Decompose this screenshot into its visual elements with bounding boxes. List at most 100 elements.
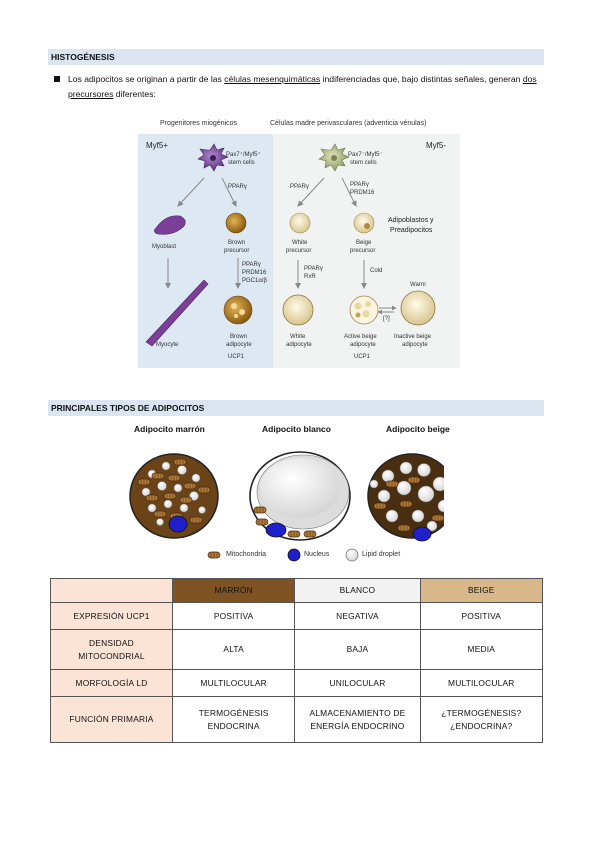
lineage-diagram-svg bbox=[145, 143, 436, 347]
header-beige: BEIGE bbox=[419, 578, 544, 603]
figure-header-left: Progenitores miogénicos bbox=[160, 120, 238, 127]
beige-adipocyte-diagram bbox=[367, 453, 444, 542]
header-blanco: BLANCO bbox=[294, 578, 421, 603]
label-pparg-beige: PPARγ bbox=[350, 182, 369, 188]
label-myf5-positive: Myf5+ bbox=[146, 141, 169, 150]
label-stem-left-1: Pax7⁺/Myf5⁺ bbox=[226, 152, 261, 158]
beige-precursor-icon bbox=[353, 212, 375, 234]
cell-beige-funcion-line1: ¿TERMOGÉNESIS? bbox=[441, 707, 522, 718]
label-brown-precursor-2: precursor bbox=[224, 248, 250, 254]
title-adipocito-beige: Adipocito beige bbox=[386, 424, 450, 434]
title-adipocito-marron: Adipocito marrón bbox=[134, 424, 205, 434]
label-prdm16-beige: PRDM16 bbox=[350, 190, 375, 196]
bullet-square-icon bbox=[54, 76, 60, 82]
header-marron: MARRÓN bbox=[171, 578, 296, 603]
label-ucp1-right: UCP1 bbox=[354, 354, 371, 360]
cell-marron-funcion-line1: TERMOGÉNESIS bbox=[198, 707, 269, 718]
label-brown-adipocyte-1: Brown bbox=[230, 334, 248, 340]
label-brown-precursor-1: Brown bbox=[228, 240, 246, 246]
legend-mitochondria-label: Mitochondria bbox=[226, 551, 267, 558]
adipocyte-types-figure: Mitochondria Nucleus Lipid droplet bbox=[122, 440, 444, 568]
cell-marron-expresion: POSITIVA bbox=[171, 602, 296, 630]
row-label-densidad: DENSIDAD MITOCONDRIAL bbox=[50, 629, 173, 670]
link-celulas-mesenquimaticas: células mesenquimáticas bbox=[224, 74, 321, 84]
cell-blanco-funcion: ALMACENAMIENTO DE ENERGÍA ENDOCRINO bbox=[294, 696, 421, 743]
bullet-text-1: Los adipocitos se originan a partir de l… bbox=[68, 74, 225, 84]
cell-marron-funcion-line2: ENDOCRINA bbox=[207, 720, 260, 731]
legend-lipid-label: Lipid droplet bbox=[362, 551, 401, 558]
label-myocyte: Myocyte bbox=[156, 342, 179, 348]
label-white-precursor-1: White bbox=[292, 240, 308, 246]
label-myf5-negative: Myf5- bbox=[426, 141, 446, 150]
cell-blanco-expresion: NEGATIVA bbox=[294, 602, 421, 630]
stem-cell-right-icon bbox=[318, 143, 350, 172]
cell-beige-morfologia: MULTILOCULAR bbox=[419, 669, 544, 697]
adipocyte-lineage-figure: Progenitores miogénicos Células madre pe… bbox=[138, 120, 460, 374]
label-brown-factor-pparg: PPARγ bbox=[242, 262, 261, 268]
label-pparg-brown: PPARγ bbox=[228, 184, 247, 190]
label-pparg-white: PPARγ bbox=[290, 184, 309, 190]
adipocyte-comparison-table: MARRÓN BLANCO BEIGE EXPRESIÓN UCP1 POSIT… bbox=[50, 578, 544, 743]
label-brown-adipocyte-2: adipocyte bbox=[226, 342, 252, 348]
title-adipocito-blanco: Adipocito blanco bbox=[262, 424, 331, 434]
cell-marron-densidad: ALTA bbox=[171, 629, 296, 670]
cell-blanco-morfologia: UNILOCULAR bbox=[294, 669, 421, 697]
table-header-row: MARRÓN BLANCO BEIGE bbox=[50, 578, 544, 603]
white-precursor-icon bbox=[289, 212, 311, 234]
section-title-histogenesis: HISTOGÉNESIS bbox=[48, 49, 544, 65]
legend-nucleus-icon bbox=[287, 548, 301, 562]
bullet-paragraph: Los adipocitos se originan a partir de l… bbox=[54, 72, 538, 102]
legend-lipid-icon bbox=[345, 548, 359, 562]
cell-beige-expresion: POSITIVA bbox=[419, 602, 544, 630]
myoblast-cell-icon bbox=[154, 215, 186, 235]
figure-header-right: Células madre perivasculares (adventicia… bbox=[270, 120, 427, 127]
legend-mitochondria-icon bbox=[207, 551, 221, 559]
label-white-factor-rxr: RxR bbox=[304, 274, 316, 280]
row-label-densidad-line2: MITOCONDRIAL bbox=[78, 650, 145, 661]
table-row: EXPRESIÓN UCP1 POSITIVA NEGATIVA POSITIV… bbox=[50, 602, 544, 630]
inactive-beige-adipocyte-icon bbox=[400, 290, 436, 326]
cell-marron-funcion: TERMOGÉNESIS ENDOCRINA bbox=[171, 696, 296, 743]
white-adipocyte-diagram bbox=[249, 451, 351, 541]
myf5-negative-panel bbox=[273, 134, 460, 368]
label-inactive-beige-2: adipocyte bbox=[402, 342, 428, 348]
label-active-beige-2: adipocyte bbox=[350, 342, 376, 348]
label-stem-right-2: stem cells bbox=[350, 160, 377, 166]
label-ucp1-left: UCP1 bbox=[228, 354, 245, 360]
cell-beige-funcion-line2: ¿ENDOCRINA? bbox=[450, 720, 513, 731]
label-white-factor-pparg: PPARγ bbox=[304, 266, 323, 272]
row-label-expresion: EXPRESIÓN UCP1 bbox=[50, 602, 173, 630]
label-brown-factor-pgc1: PGC1α/β bbox=[242, 278, 267, 284]
active-beige-adipocyte-icon bbox=[349, 295, 379, 325]
row-label-densidad-line1: DENSIDAD bbox=[89, 637, 134, 648]
label-active-beige-1: Active beige bbox=[344, 334, 377, 340]
brown-precursor-icon bbox=[225, 212, 247, 234]
brown-adipocyte-icon bbox=[223, 295, 253, 325]
cell-beige-densidad: MEDIA bbox=[419, 629, 544, 670]
legend-nucleus-label: Nucleus bbox=[304, 551, 330, 558]
label-stem-left-2: stem cells bbox=[228, 160, 255, 166]
label-inactive-beige-1: Inactive beige bbox=[394, 334, 432, 340]
label-myoblast: Myoblast bbox=[152, 244, 177, 250]
cell-blanco-funcion-line1: ALMACENAMIENTO DE bbox=[309, 707, 406, 718]
label-adipoblastos: Adipoblastos y bbox=[388, 217, 434, 224]
label-beige-precursor-1: Beige bbox=[356, 240, 372, 246]
stem-cell-left-icon bbox=[197, 143, 229, 172]
label-stem-right-1: Pax7⁻/Myf5⁻ bbox=[348, 152, 383, 158]
brown-adipocyte-diagram bbox=[129, 453, 219, 539]
table-row: FUNCIÓN PRIMARIA TERMOGÉNESIS ENDOCRINA … bbox=[50, 696, 544, 743]
label-warm: Warm bbox=[410, 282, 426, 288]
label-beige-precursor-2: precursor bbox=[350, 248, 376, 254]
table-row: DENSIDAD MITOCONDRIAL ALTA BAJA MEDIA bbox=[50, 629, 544, 670]
cell-marron-morfologia: MULTILOCULAR bbox=[171, 669, 296, 697]
section-title-tipos: PRINCIPALES TIPOS DE ADIPOCITOS bbox=[48, 400, 544, 416]
label-unknown: [?] bbox=[383, 316, 390, 322]
bullet-text-3: diferentes: bbox=[113, 89, 156, 99]
table-corner-cell bbox=[50, 578, 173, 603]
link-dos-precursores: dos precursores bbox=[68, 74, 537, 99]
bullet-text-2: indiferenciadas que, bajo distintas seña… bbox=[320, 74, 523, 84]
label-preadipocitos: Preadipocitos bbox=[390, 227, 433, 234]
label-brown-factor-prdm16: PRDM16 bbox=[242, 270, 267, 276]
cell-blanco-funcion-line2: ENERGÍA ENDOCRINO bbox=[310, 720, 405, 731]
myocyte-cell-icon bbox=[145, 279, 209, 347]
